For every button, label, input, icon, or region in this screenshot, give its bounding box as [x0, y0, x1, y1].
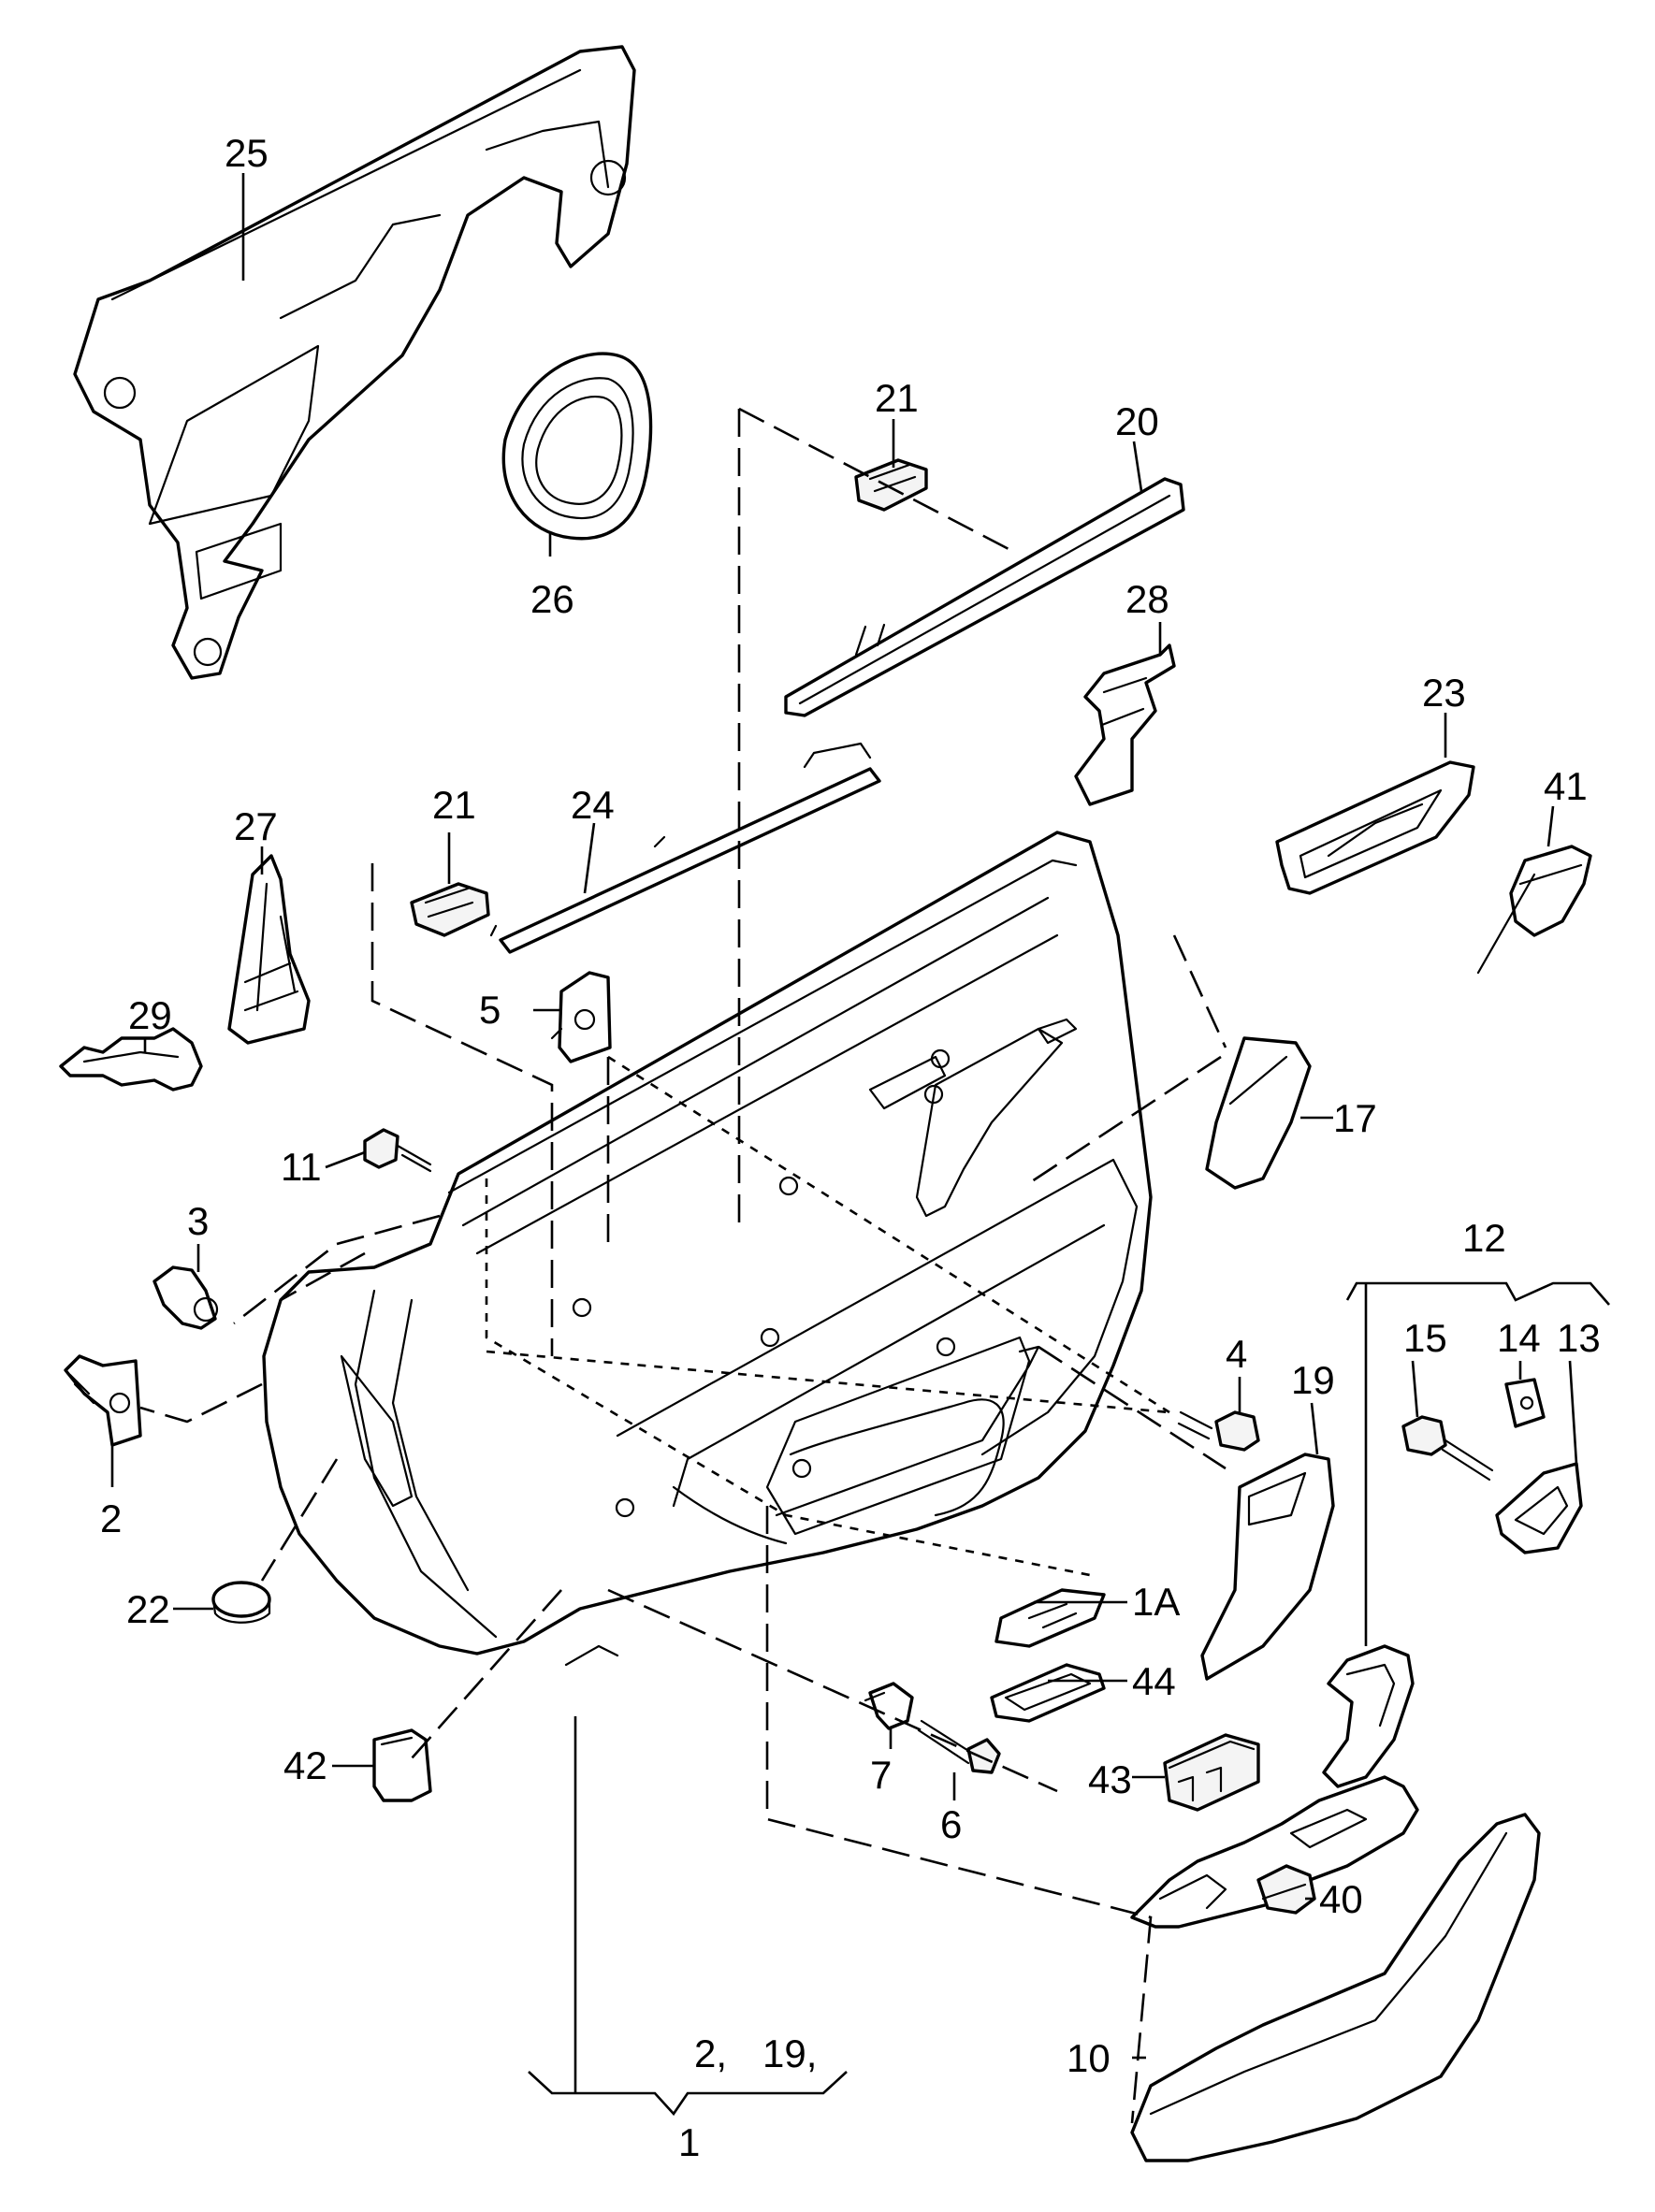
part-15-bolt: [1401, 1415, 1494, 1482]
label-13: 13: [1557, 1316, 1601, 1360]
part-21-clip-upper: [854, 458, 928, 512]
leader-lines: [110, 173, 1610, 2117]
part-29-foam: [59, 1027, 203, 1092]
part-28-bracket: [1074, 643, 1176, 806]
part-11-bolt: [363, 1128, 432, 1173]
label-2-group: 2,: [694, 2031, 727, 2075]
part-43-switch: [1163, 1733, 1260, 1812]
label-29: 29: [128, 993, 172, 1037]
label-1A: 1A: [1132, 1580, 1180, 1624]
label-10: 10: [1067, 2036, 1111, 2080]
label-42: 42: [283, 1743, 327, 1787]
label-11: 11: [281, 1145, 322, 1189]
part-20-trim-strip: [784, 477, 1185, 717]
label-25: 25: [225, 131, 269, 175]
label-28: 28: [1125, 577, 1169, 621]
part-19-trim: [1200, 1453, 1335, 1681]
label-23: 23: [1422, 671, 1466, 715]
label-14: 14: [1497, 1316, 1541, 1360]
part-1A-pad: [994, 1588, 1106, 1648]
part-17-panel: [1205, 1036, 1312, 1190]
label-27: 27: [234, 804, 278, 848]
label-41: 41: [1544, 764, 1588, 808]
part-10-armrest: [1130, 1775, 1541, 2162]
label-7: 7: [870, 1753, 892, 1797]
part-42-cap: [372, 1728, 432, 1802]
label-19-group: 19,: [762, 2031, 817, 2075]
label-20: 20: [1115, 399, 1159, 443]
label-43: 43: [1088, 1757, 1132, 1801]
part-labels: 25 26 21 20 28 23 41 27 21 24 29 5 11 17…: [100, 131, 1601, 2164]
assembly-lines: [139, 407, 1227, 2124]
label-6: 6: [940, 1802, 962, 1846]
label-4: 4: [1226, 1332, 1247, 1376]
part-7-nut: [864, 1682, 914, 1730]
part-44-pocket: [990, 1663, 1106, 1723]
part-26-speaker-seal: [501, 352, 653, 541]
label-17: 17: [1333, 1096, 1377, 1140]
part-3-clip: [152, 1265, 219, 1330]
label-21-lower: 21: [432, 783, 476, 827]
part-21-clip-lower: [410, 882, 490, 937]
label-12: 12: [1462, 1216, 1506, 1260]
part-1-door-panel: [262, 831, 1153, 1667]
label-24: 24: [571, 783, 615, 827]
part-2-clip: [64, 1354, 142, 1447]
part-25-carrier: [73, 45, 636, 680]
part-10-handle: [1322, 1644, 1415, 1788]
label-21-upper: 21: [875, 376, 919, 420]
label-40: 40: [1319, 1877, 1363, 1921]
label-3: 3: [187, 1199, 209, 1243]
part-4-bolt: [1177, 1410, 1260, 1452]
part-5-bracket: [550, 971, 612, 1063]
part-22-plug: [211, 1581, 271, 1624]
part-14-clip: [1504, 1378, 1546, 1428]
label-1: 1: [678, 2120, 700, 2164]
label-22: 22: [126, 1587, 170, 1631]
part-24-strip: [489, 742, 881, 954]
label-19: 19: [1291, 1358, 1335, 1402]
label-2: 2: [100, 1496, 122, 1540]
part-41-cap: [1476, 845, 1592, 975]
label-15: 15: [1403, 1316, 1447, 1360]
label-5: 5: [479, 988, 501, 1032]
label-44: 44: [1132, 1659, 1176, 1703]
part-27-wedge: [227, 854, 311, 1045]
part-40-knob: [1256, 1864, 1316, 1915]
part-13-housing: [1495, 1462, 1583, 1554]
label-26: 26: [530, 577, 574, 621]
part-23-handle-trim: [1275, 760, 1475, 895]
part-6-screw: [917, 1719, 1001, 1774]
